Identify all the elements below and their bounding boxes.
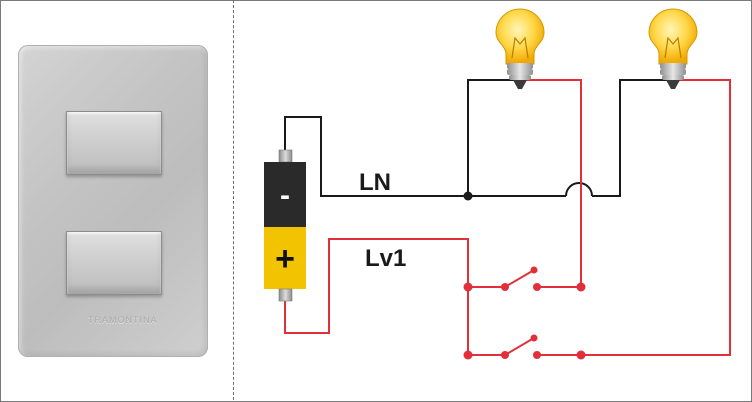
neutral-wires: [284, 79, 668, 197]
battery-positive-terminal: [278, 288, 293, 302]
live-wire-lamp1: [519, 79, 582, 287]
neutral-wire-crossover: [565, 182, 593, 197]
switch-key-2[interactable]: [66, 231, 162, 295]
neutral-wire-lamp1: [467, 79, 519, 196]
battery: - +: [264, 149, 306, 302]
double-switch-plate: TRAMONTINA: [18, 45, 208, 357]
panel-divider: [233, 0, 234, 400]
neutral-label: LN: [359, 169, 391, 196]
battery-negative-symbol: -: [280, 179, 290, 212]
battery-positive-half: [264, 227, 306, 289]
live-label: Lv1: [365, 245, 406, 272]
battery-positive-symbol: +: [275, 240, 295, 278]
switch-key-1[interactable]: [66, 111, 162, 175]
switch-1-symbol: [463, 266, 586, 292]
neutral-wire-battery-top: [284, 116, 566, 197]
switch-2-symbol: [463, 334, 586, 360]
live-wires: [284, 79, 731, 356]
battery-negative-terminal: [278, 149, 293, 163]
live-wire-battery-bottom: [284, 238, 469, 355]
lamp-2-icon: [648, 8, 698, 89]
live-wire-lamp2: [581, 79, 731, 356]
neutral-junction: [463, 191, 473, 201]
plate-brand-text: TRAMONTINA: [88, 315, 158, 325]
wiring-diagram: - + LN Lv1: [264, 8, 731, 360]
battery-negative-half: [264, 162, 306, 227]
lamp-1-icon: [495, 8, 545, 89]
neutral-wire-lamp2: [592, 79, 668, 197]
